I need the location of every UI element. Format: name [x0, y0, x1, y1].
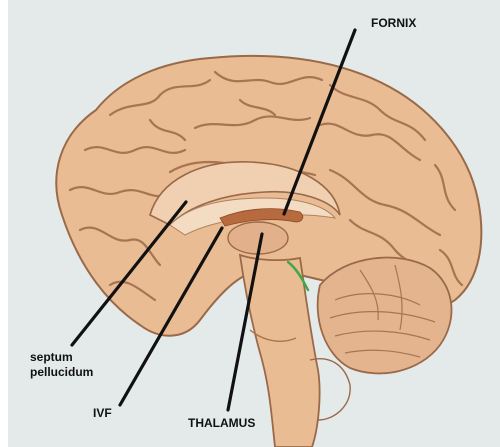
septum-pellucidum-label: septum pellucidum [30, 350, 93, 380]
ivf-label: IVF [93, 406, 112, 421]
fornix-label: FORNIX [371, 16, 416, 31]
septum-label-line1: septum [30, 350, 93, 365]
thalamus-label: THALAMUS [188, 416, 255, 431]
septum-label-line2: pellucidum [30, 365, 93, 380]
